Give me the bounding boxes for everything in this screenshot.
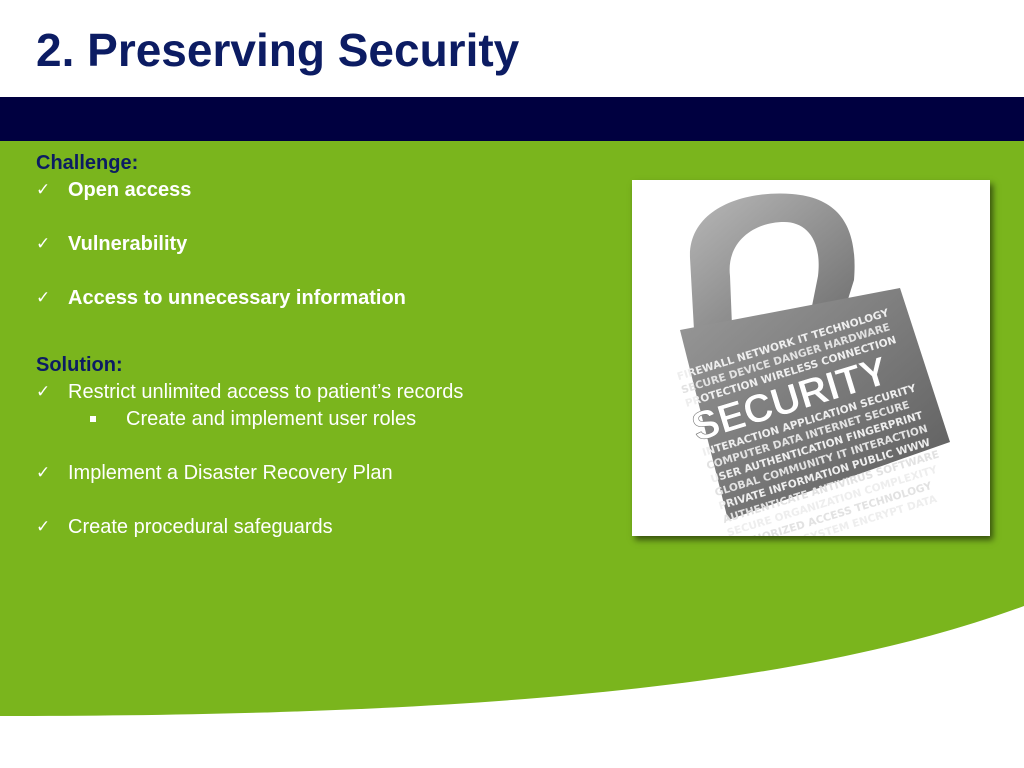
checkmark-icon: ✓ — [36, 382, 51, 402]
solution-item-label: Restrict unlimited access to patient’s r… — [68, 381, 464, 403]
checkmark-icon: ✓ — [36, 463, 51, 483]
header-bar — [0, 97, 1024, 141]
checkmark-icon: ✓ — [36, 234, 51, 254]
square-bullet-icon — [90, 416, 96, 422]
solution-item: ✓ Implement a Disaster Recovery Plan — [36, 460, 616, 487]
checkmark-icon: ✓ — [36, 180, 51, 200]
challenge-heading: Challenge: — [36, 152, 139, 174]
lock-body-text: FIREWALL NETWORK IT TECHNOLOGY SECURE DE… — [676, 307, 941, 536]
challenge-item: ✓ Vulnerability — [36, 231, 616, 258]
challenge-item-label: Access to unnecessary information — [68, 287, 406, 309]
slide-title: 2. Preserving Security — [36, 24, 520, 76]
solution-item: ✓ Restrict unlimited access to patient’s… — [36, 379, 616, 406]
challenge-item: ✓ Access to unnecessary information — [36, 285, 616, 312]
solution-heading: Solution: — [36, 354, 123, 376]
checkmark-icon: ✓ — [36, 288, 51, 308]
solution-item-label: Create procedural safeguards — [68, 516, 333, 538]
challenge-item-label: Vulnerability — [68, 233, 188, 255]
challenge-item-label: Open access — [68, 179, 192, 201]
padlock-word-cloud-icon: FIREWALL NETWORK IT TECHNOLOGY SECURE DE… — [676, 193, 950, 536]
security-lock-image: FIREWALL NETWORK IT TECHNOLOGY SECURE DE… — [632, 180, 990, 536]
checkmark-icon: ✓ — [36, 517, 51, 537]
slide-content: Challenge: ✓ Open access ✓ Vulnerability… — [36, 150, 616, 541]
solution-item-label: Implement a Disaster Recovery Plan — [68, 462, 393, 484]
solution-item: ✓ Create procedural safeguards — [36, 514, 616, 541]
solution-subitem-label: Create and implement user roles — [126, 408, 417, 430]
solution-subitem: Create and implement user roles — [36, 406, 616, 433]
challenge-item: ✓ Open access — [36, 177, 616, 204]
